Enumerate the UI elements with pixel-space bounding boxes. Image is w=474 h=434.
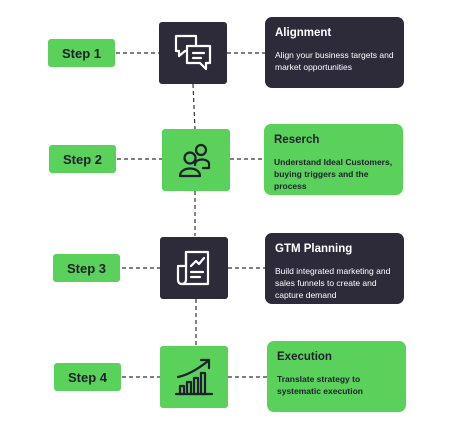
step-4-pill: Step 4 <box>54 363 121 391</box>
step-3-card: GTM Planning Build integrated marketing … <box>265 233 404 304</box>
step-3-pill: Step 3 <box>53 254 120 282</box>
step-1-title: Alignment <box>275 27 332 39</box>
step-1-icon-box <box>159 22 227 84</box>
step-2-pill: Step 2 <box>49 145 116 173</box>
step-2-icon-box <box>162 129 230 191</box>
vertical-connector-1-2 <box>192 83 196 130</box>
people-icon <box>178 143 211 178</box>
step-1-card: Alignment Align your business targets an… <box>265 17 404 88</box>
step-2-card: Reserch Understand Ideal Customers, buyi… <box>264 124 403 195</box>
step-3-title: GTM Planning <box>275 243 353 255</box>
step-4-card: Execution Translate strategy to systemat… <box>267 341 406 412</box>
step-2-description: Understand Ideal Customers, buying trigg… <box>274 157 393 191</box>
step-4-description: Translate strategy to systematic executi… <box>277 374 363 396</box>
step-3-description: Build integrated marketing and sales fun… <box>275 266 391 300</box>
step-3-icon-box <box>160 237 228 299</box>
step-4-title: Execution <box>277 351 332 363</box>
step-2-title: Reserch <box>274 134 320 146</box>
step-1-pill: Step 1 <box>48 39 115 67</box>
growth-chart-icon <box>174 358 214 396</box>
chat-bubbles-icon <box>174 34 212 71</box>
step-1-description: Align your business targets and market o… <box>275 50 394 72</box>
report-chart-icon <box>176 250 210 286</box>
step-4-icon-box <box>160 346 228 408</box>
